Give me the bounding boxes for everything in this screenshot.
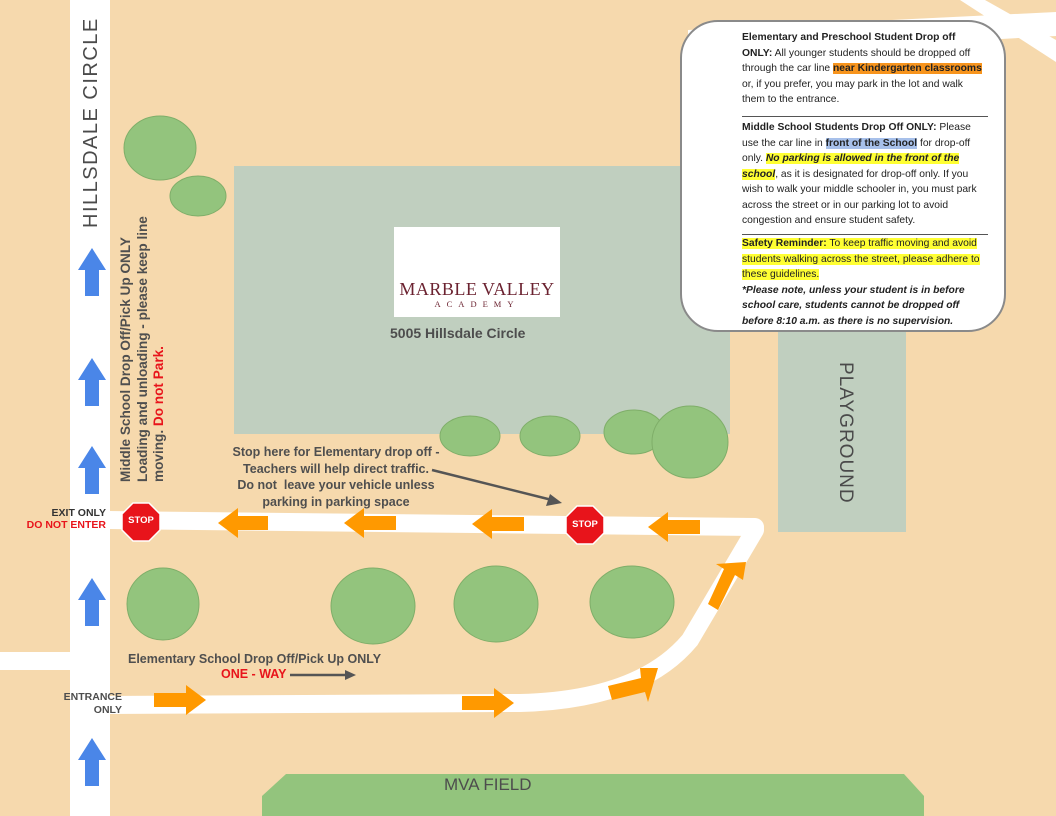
legend-elementary-text1: All younger students should be dropped o…: [742, 47, 971, 75]
playground-label: PLAYGROUND: [835, 362, 856, 504]
arrow-up: [78, 358, 106, 406]
arrow-left: [218, 508, 268, 538]
tree: [453, 565, 539, 643]
pointer-head: [345, 670, 356, 680]
legend-elementary-text2: or, if you prefer, you may park in the l…: [742, 78, 963, 106]
pointer-line: [431, 468, 553, 502]
field-label: MVA FIELD: [444, 775, 532, 794]
stop-note-line3: Do not leave your vehicle unless: [237, 478, 435, 492]
stop-note-line1: Stop here for Elementary drop off -: [232, 445, 440, 459]
arrow-left: [344, 508, 396, 538]
legend-safety-text: To keep traffic moving and avoid student…: [742, 238, 980, 280]
stop-sign-lane: [565, 505, 605, 545]
middle-note-line3: moving. Do not Park.: [151, 222, 168, 482]
entrance-label-line1: ENTRANCE: [63, 691, 122, 703]
legend-divider: [742, 234, 988, 235]
legend-safety-note: *Please note, unless your student is in …: [742, 284, 965, 327]
stop-note-line2: Teachers will help direct traffic.: [243, 461, 429, 476]
hillsdale-circle-road: [70, 0, 110, 816]
legend-middle-lead: Middle School Students Drop Off ONLY:: [742, 122, 937, 133]
arrow-left: [472, 509, 524, 539]
legend-middle-highlight: front of the School: [825, 137, 918, 149]
arrow-up: [78, 578, 106, 626]
exit-lane: [99, 511, 764, 536]
stop-note-line4: parking in parking space: [262, 494, 410, 509]
legend-middle-text1: Please use the car line in: [742, 122, 971, 149]
legend-middle: Middle School Students Drop Off ONLY: Pl…: [742, 120, 988, 229]
legend-safety-lead: Safety Reminder:: [742, 238, 827, 249]
arrow-diag: [608, 668, 658, 702]
left-side-road: [0, 652, 72, 670]
legend-elementary-highlight: near Kindergarten classrooms: [833, 63, 982, 74]
mva-field: [262, 774, 924, 816]
logo-badge: MVA: [469, 269, 485, 276]
exit-label-line2: DO NOT ENTER: [26, 519, 106, 531]
school-subtitle: ACADEMY: [434, 299, 520, 309]
middle-school-lane-note: Middle School Drop Off/Pick Up ONLY Load…: [118, 216, 168, 482]
elementary-route-note: Elementary School Drop Off/Pick Up ONLY: [128, 652, 382, 666]
legend-elementary-heading: Elementary and Preschool Student Drop of…: [742, 32, 956, 43]
street-label: HILLSDALE CIRCLE: [80, 17, 102, 228]
school-name: MARBLE VALLEY: [399, 279, 555, 299]
arrow-up: [78, 738, 106, 786]
middle-note-do-not-park: Do not Park.: [151, 346, 166, 427]
legend-middle-text2: for drop-off only.: [742, 137, 971, 165]
exit-label: EXIT ONLY DO NOT ENTER: [20, 507, 106, 531]
middle-note-line2: Loading and unloading - please keep line: [134, 216, 150, 482]
middle-note-line1: Middle School Drop Off/Pick Up ONLY: [118, 237, 133, 482]
legend-elementary-lead: ONLY:: [742, 47, 773, 59]
arrow-up: [78, 248, 106, 296]
tree: [126, 567, 200, 641]
one-way-label: ONE - WAY: [221, 667, 287, 681]
entrance-label: ENTRANCE ONLY: [20, 691, 122, 717]
tree: [651, 405, 729, 479]
exit-label-line1: EXIT ONLY: [51, 507, 106, 519]
arrow-right: [154, 685, 206, 715]
tree: [169, 175, 227, 217]
tree: [330, 567, 416, 645]
legend-divider: [742, 116, 988, 117]
pointer-head: [546, 494, 562, 506]
middle-note-line3a: moving.: [151, 426, 166, 482]
elementary-stop-note: Stop here for Elementary drop off - Teac…: [228, 444, 444, 510]
trees: [123, 115, 729, 645]
legend-middle-text3: , as it is designated for drop-off only.…: [742, 168, 977, 227]
school-address: 5005 Hillsdale Circle: [390, 325, 526, 341]
school-logo: MARBLE VALLEY ACADEMY: [394, 227, 560, 317]
arrow-up: [78, 446, 106, 494]
legend-panel: Elementary and Preschool Student Drop of…: [680, 20, 1006, 332]
tree: [123, 115, 197, 181]
legend-safety: Safety Reminder: To keep traffic moving …: [742, 236, 988, 329]
tree: [519, 415, 581, 457]
stop-sign-exit-text: STOP: [128, 515, 154, 526]
entrance-label-line2: ONLY: [93, 704, 122, 716]
far-right-road: [960, 0, 1056, 62]
pointer-arrows: [290, 468, 562, 680]
arrow-left: [648, 512, 700, 542]
legend-elementary: Elementary and Preschool Student Drop of…: [742, 30, 988, 108]
arrow-diag-up: [708, 562, 746, 610]
stop-sign-exit: [121, 502, 161, 542]
tree: [439, 415, 501, 457]
arrow-right: [462, 688, 514, 718]
tree: [589, 565, 675, 639]
stop-sign-lane-text: STOP: [572, 519, 598, 530]
